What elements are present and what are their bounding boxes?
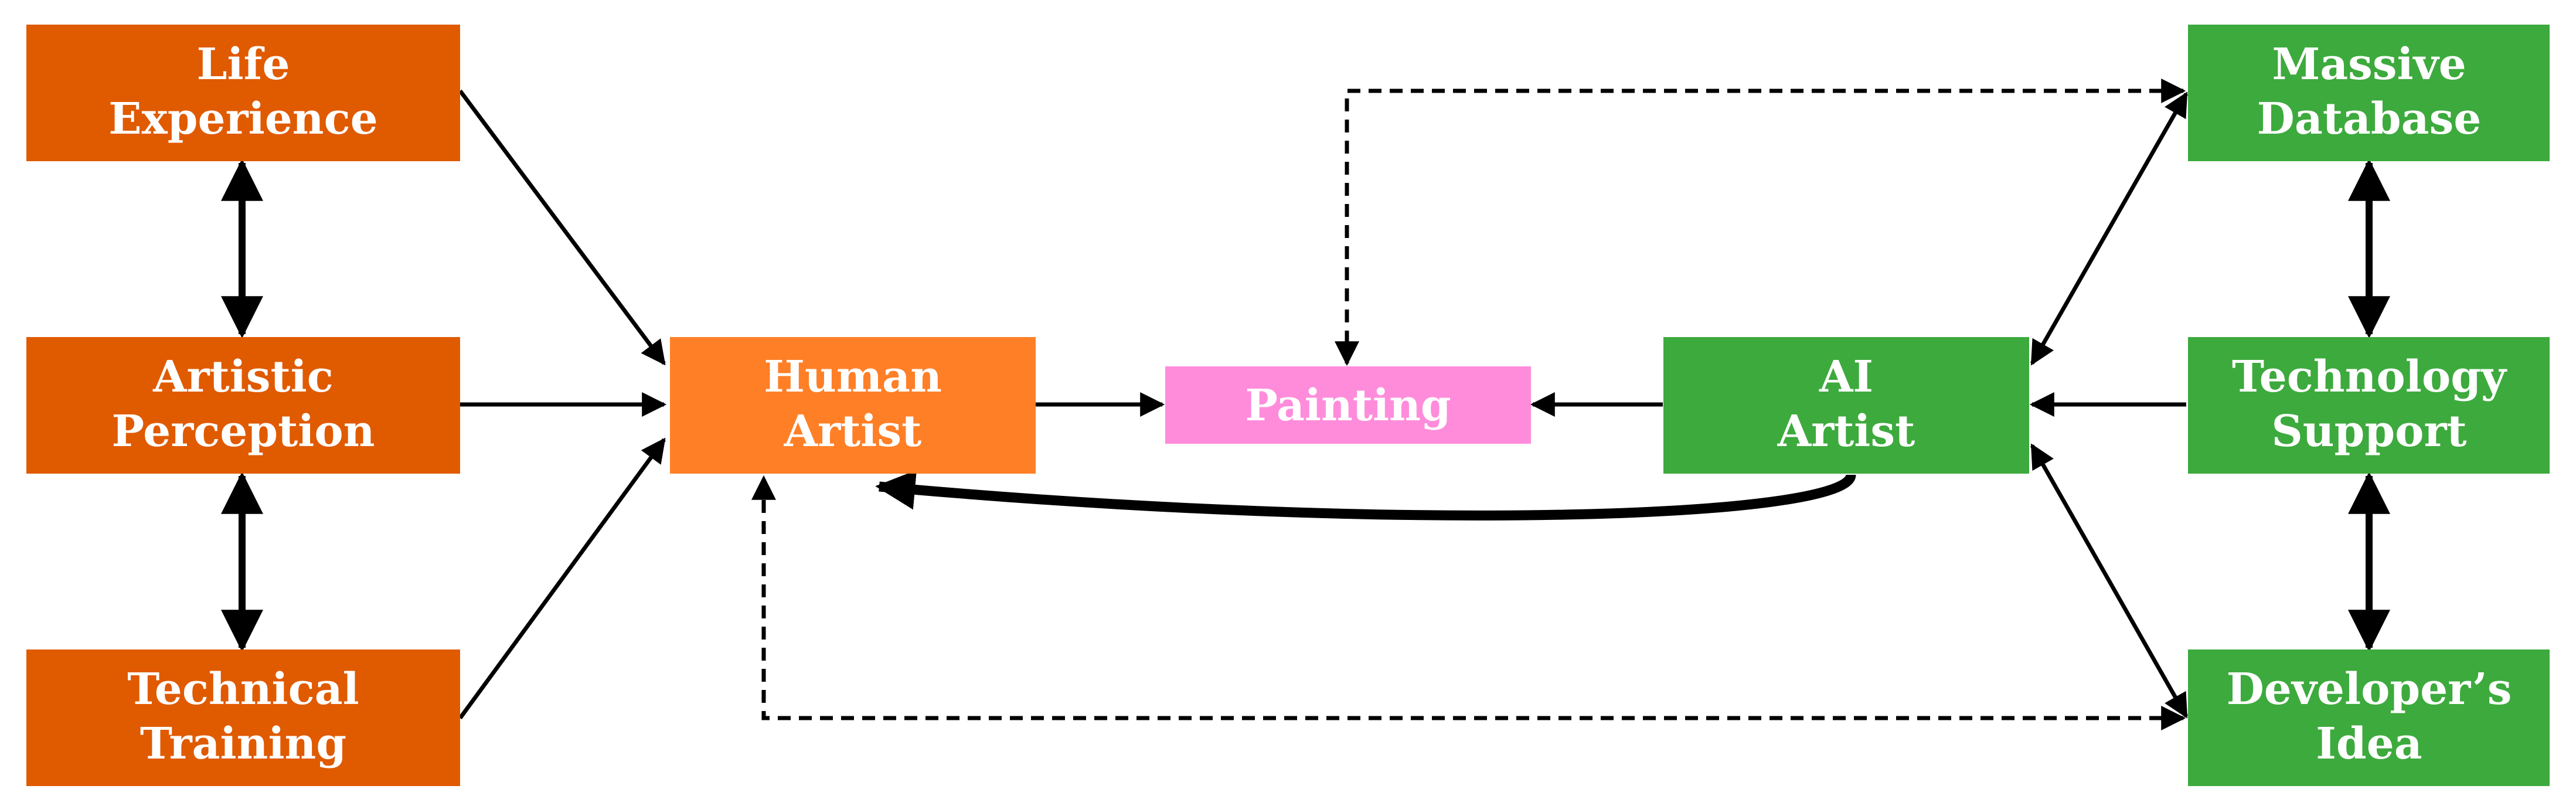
edge-life-experience-to-human-artist	[458, 89, 666, 366]
node-artistic-perception-line2: Perception	[111, 406, 375, 457]
edge-ai-artist-to-human-artist-curve	[875, 470, 1856, 521]
node-massive-database-line1: Massive	[2272, 39, 2466, 90]
node-painting-box	[1165, 366, 1531, 444]
node-massive-database-line2: Database	[2257, 94, 2482, 144]
node-developers-idea-line2: Idea	[2316, 719, 2422, 769]
node-ai-artist-line2: Artist	[1777, 406, 1915, 457]
node-technology-support-line2: Support	[2271, 406, 2466, 457]
node-technical-training-line2: Training	[140, 719, 346, 769]
node-technical-training-line1: Technical	[127, 664, 359, 715]
node-ai-artist: AI Artist	[1663, 337, 2029, 474]
edge-massive-database-painting-dashed	[1335, 79, 2186, 366]
edge-developers-idea-human-artist-dashed	[751, 475, 2186, 730]
node-human-artist-line2: Artist	[784, 406, 922, 457]
node-ai-artist-box	[1663, 337, 2029, 474]
node-technology-support: Technology Support	[2188, 337, 2550, 474]
node-life-experience-box	[26, 25, 460, 161]
node-developers-idea: Developer’s Idea	[2188, 649, 2550, 786]
node-ai-artist-line1: AI	[1819, 352, 1873, 402]
node-artistic-perception: Artistic Perception	[26, 337, 460, 474]
node-human-artist-line1: Human	[764, 352, 942, 402]
edges	[221, 79, 2390, 730]
node-massive-database: Massive Database	[2188, 25, 2550, 161]
node-human-artist-box	[670, 337, 1036, 474]
node-painting: Painting	[1165, 366, 1531, 444]
node-painting-label: Painting	[1245, 380, 1451, 431]
node-human-artist: Human Artist	[670, 337, 1036, 474]
node-massive-database-box	[2188, 25, 2550, 161]
node-technical-training: Technical Training	[26, 649, 460, 786]
edge-massive-database-ai-artist	[2030, 91, 2189, 366]
node-artistic-perception-line1: Artistic	[152, 352, 334, 402]
node-developers-idea-line1: Developer’s	[2227, 664, 2512, 715]
node-life-experience: Life Experience	[26, 25, 460, 161]
node-life-experience-line1: Life	[196, 39, 290, 90]
node-life-experience-line2: Experience	[108, 94, 377, 144]
node-technology-support-line1: Technology	[2232, 352, 2507, 402]
edge-developers-idea-ai-artist	[2030, 443, 2189, 719]
edge-technical-training-to-human-artist	[458, 437, 666, 720]
node-technical-training-box	[26, 649, 460, 786]
node-developers-idea-box	[2188, 649, 2550, 786]
node-technology-support-box	[2188, 337, 2550, 474]
node-artistic-perception-box	[26, 337, 460, 474]
